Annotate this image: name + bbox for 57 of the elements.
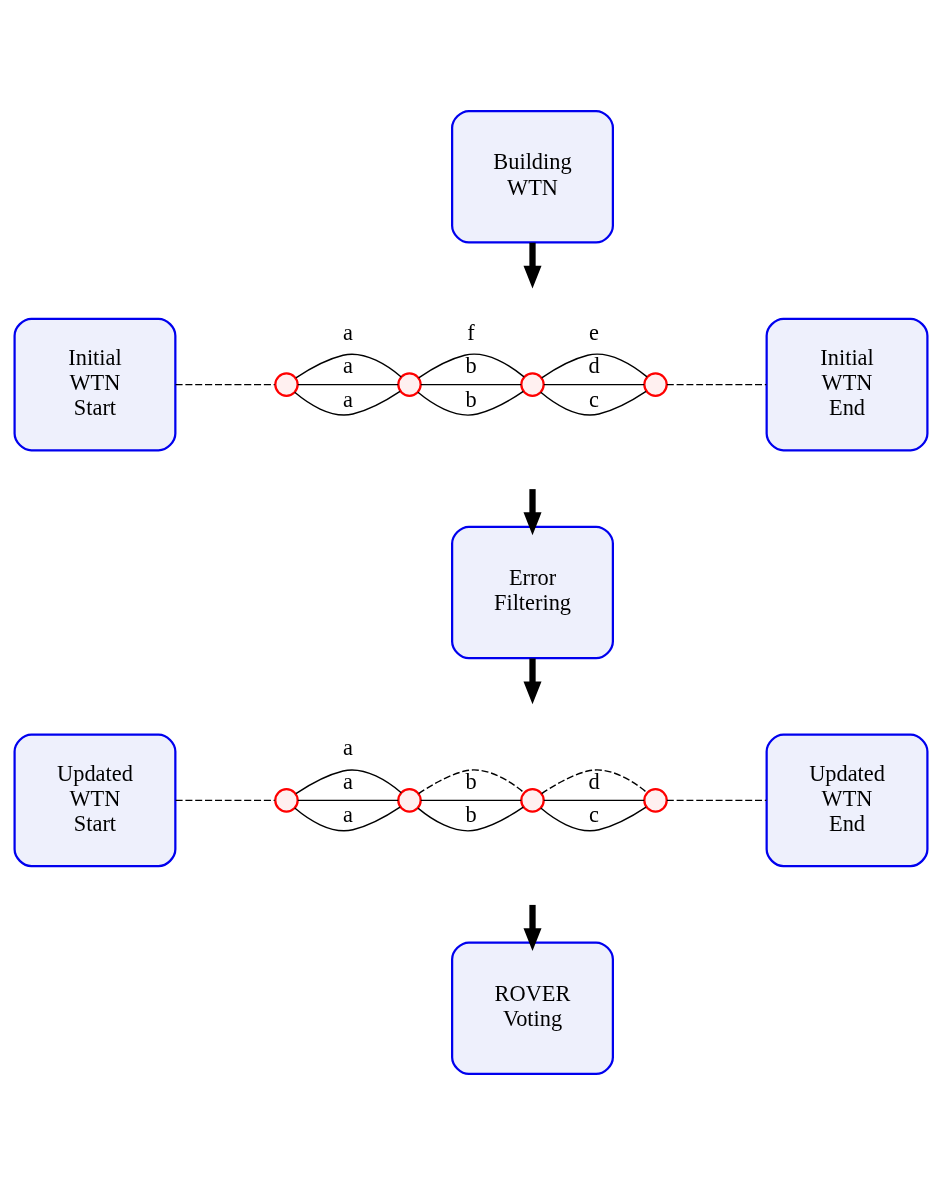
- connector: [174, 799, 275, 801]
- edge-label: b: [464, 768, 477, 794]
- edge-label: a: [342, 734, 353, 760]
- edge-label: e: [588, 319, 599, 345]
- connector: [294, 353, 402, 379]
- connector: [542, 799, 645, 801]
- node-circle: [396, 787, 422, 813]
- connector: [293, 805, 401, 831]
- arrow: [522, 488, 542, 535]
- node-circle: [642, 787, 668, 813]
- edge-label: d: [587, 352, 600, 378]
- arrow: [523, 658, 542, 704]
- connector: [416, 390, 524, 416]
- node-circle: [396, 371, 422, 397]
- connector: [539, 805, 647, 831]
- node-box: ROVER Voting: [450, 940, 614, 1075]
- node-box: Building WTN: [450, 109, 614, 244]
- edge-label: d: [587, 768, 600, 794]
- node-box: Updated WTN Start: [12, 733, 176, 867]
- connector: [539, 390, 647, 416]
- edge-label: a: [342, 801, 353, 827]
- edge-label: c: [588, 801, 599, 827]
- connector: [542, 383, 645, 385]
- connector: [540, 353, 648, 379]
- arrow: [523, 904, 542, 951]
- connector: [540, 768, 648, 794]
- connector: [419, 383, 522, 385]
- node-circle: [273, 371, 299, 397]
- connector: [417, 768, 525, 794]
- connector: [416, 805, 524, 831]
- node-box: Initial WTN End: [765, 317, 929, 451]
- node-circle: [273, 787, 299, 813]
- connector: [294, 768, 402, 794]
- connector: [174, 383, 275, 385]
- node-circle: [642, 371, 668, 397]
- edge-label: a: [342, 386, 353, 412]
- edge-label: b: [464, 801, 477, 827]
- edge-label: c: [588, 386, 599, 412]
- node-circle: [519, 787, 545, 813]
- node-box: Initial WTN Start: [12, 317, 176, 451]
- arrow: [522, 242, 542, 289]
- connector: [665, 799, 767, 801]
- connector: [417, 353, 525, 379]
- connector: [419, 799, 522, 801]
- connector: [296, 383, 399, 385]
- edge-label: a: [342, 352, 353, 378]
- connector: [296, 799, 399, 801]
- edge-label: b: [464, 386, 477, 412]
- edge-label: a: [342, 319, 353, 345]
- node-box: Error Filtering: [450, 525, 614, 659]
- edge-label: a: [342, 768, 353, 794]
- node-circle: [519, 371, 545, 397]
- edge-label: b: [464, 352, 477, 378]
- node-box: Updated WTN End: [765, 733, 929, 867]
- connector: [293, 390, 401, 416]
- connector: [665, 383, 767, 385]
- edge-label: f: [466, 319, 475, 345]
